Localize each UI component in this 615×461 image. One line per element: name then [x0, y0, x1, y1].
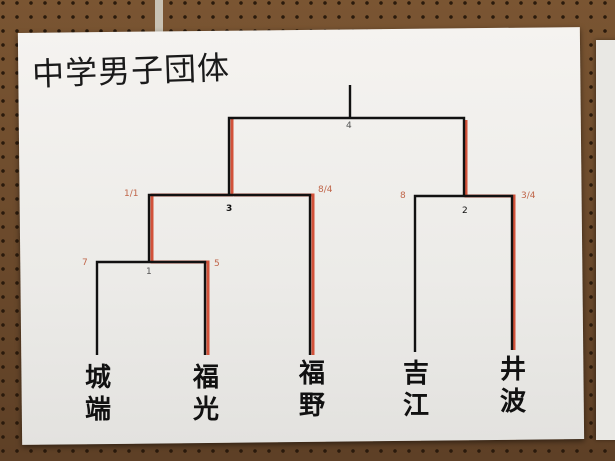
- tape-strip: [155, 0, 163, 34]
- team-char: 端: [84, 395, 111, 425]
- team-char: 城: [84, 363, 111, 393]
- winner-path-left: [150, 118, 234, 355]
- score-r1-match: 1: [146, 267, 152, 277]
- winner-path-fukuno: [234, 193, 315, 355]
- team-char: 野: [298, 391, 325, 421]
- team-char: 福: [298, 359, 325, 389]
- bracket-lines: [95, 85, 514, 355]
- team-char: 吉: [402, 359, 429, 389]
- semi-left-bracket: [147, 193, 312, 355]
- team-char: 江: [402, 391, 429, 421]
- team-char: 光: [192, 395, 219, 425]
- team-char: 井: [499, 355, 526, 385]
- team-inami: 井 波: [493, 354, 533, 418]
- final-bracket: [227, 116, 466, 196]
- team-yoshie: 吉 江: [396, 358, 436, 422]
- score-marks: 4 3 2 1/1 8/4 8 3/4 7 5 1: [82, 121, 536, 277]
- winner-path-right: [464, 120, 516, 350]
- team-fukumitsu: 福 光: [186, 362, 226, 426]
- adjacent-paper: [596, 40, 615, 440]
- team-char: 波: [499, 387, 526, 417]
- round1-bracket: [95, 260, 207, 355]
- score-left-top: 1/1: [124, 189, 138, 199]
- score-r1-left: 7: [82, 258, 88, 268]
- score-semi-left: 3: [226, 204, 232, 214]
- score-right-mid: 3/4: [521, 191, 536, 201]
- team-jouhana: 城 端: [78, 362, 118, 426]
- score-r1-right: 5: [214, 259, 220, 269]
- score-semi-right: 2: [462, 206, 468, 216]
- semi-right-bracket: [413, 194, 514, 352]
- winner-path: [150, 118, 516, 355]
- team-fukuno: 福 野: [292, 358, 332, 422]
- team-char: 福: [192, 363, 219, 393]
- score-final: 4: [346, 121, 352, 131]
- score-left-mid: 8: [400, 191, 406, 201]
- score-right-top-a: 8/4: [318, 185, 333, 195]
